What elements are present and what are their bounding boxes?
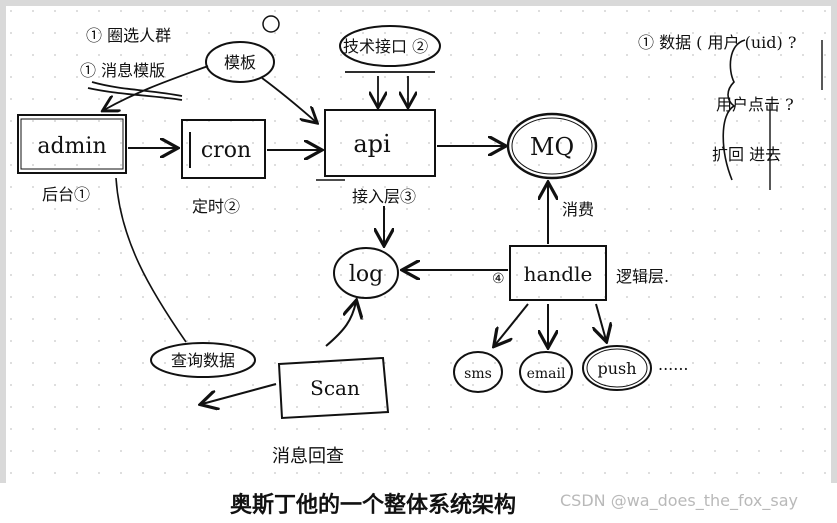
- query-to-admin-line: [115, 177, 187, 343]
- right-note-3: 扩回 进去: [712, 145, 781, 164]
- template-to-api-arrow: [261, 77, 316, 122]
- right-note-brace: [722, 39, 746, 181]
- handle-label: handle: [524, 262, 593, 286]
- sms-node: sms: [453, 351, 503, 393]
- caption: 奥斯丁他的一个整体系统架构: [230, 493, 517, 518]
- mq-consume-note: 消费: [562, 200, 594, 219]
- handle-note: 逻辑层.: [616, 267, 669, 286]
- push-label: push: [597, 359, 636, 378]
- admin-note-audience: ① 圈选人群: [86, 26, 171, 45]
- mq-label: MQ: [530, 133, 574, 161]
- email-label: email: [527, 366, 566, 382]
- handle-left-marker: ④: [492, 271, 505, 287]
- tech-interface-bubble: [339, 25, 441, 67]
- handle-to-sms-arrow: [495, 303, 529, 345]
- handle-node: handle: [509, 245, 607, 301]
- watermark: CSDN @wa_does_the_fox_say: [560, 491, 798, 510]
- log-node: log: [333, 247, 399, 299]
- template-bubble: [205, 41, 275, 83]
- template-to-admin-arrow: [104, 65, 209, 110]
- template-marker: [262, 15, 280, 33]
- admin-node: admin: [17, 114, 127, 174]
- handle-to-push-arrow: [596, 303, 606, 340]
- cron-note: 定时②: [192, 197, 240, 216]
- scan-label: Scan: [310, 376, 360, 400]
- template-label: 模板: [224, 53, 256, 72]
- log-label: log: [349, 262, 383, 287]
- cron-label: cron: [201, 138, 251, 163]
- admin-label: admin: [37, 134, 106, 159]
- right-note-2: 用户点击 ?: [716, 95, 794, 114]
- dot-grid: [6, 6, 831, 483]
- more-dots: ......: [658, 355, 689, 374]
- caption-bar: [0, 483, 837, 523]
- scan-node: Scan: [277, 356, 390, 420]
- right-note-1: ① 数据 ( 用户 (uid) ?: [638, 33, 796, 52]
- tech-interface-label: 技术接口 ②: [343, 37, 428, 56]
- sms-label: sms: [464, 366, 492, 382]
- mq-node: MQ: [506, 112, 598, 180]
- admin-note-template: ① 消息模版: [80, 61, 165, 80]
- right-note-lines: [769, 40, 823, 190]
- scan-note: 消息回查: [272, 446, 344, 467]
- api-note: 接入层③: [352, 187, 416, 206]
- query-data-bubble: [150, 342, 256, 378]
- scan-to-left-arrow: [202, 383, 277, 404]
- cron-node: cron: [181, 119, 266, 179]
- api-node: api: [316, 109, 436, 181]
- email-node: email: [519, 351, 573, 393]
- api-label: api: [353, 130, 391, 158]
- scan-to-log-arrow: [325, 302, 356, 347]
- query-data-label: 查询数据: [171, 351, 235, 370]
- push-node: push: [582, 345, 652, 391]
- admin-note: 后台①: [42, 185, 90, 204]
